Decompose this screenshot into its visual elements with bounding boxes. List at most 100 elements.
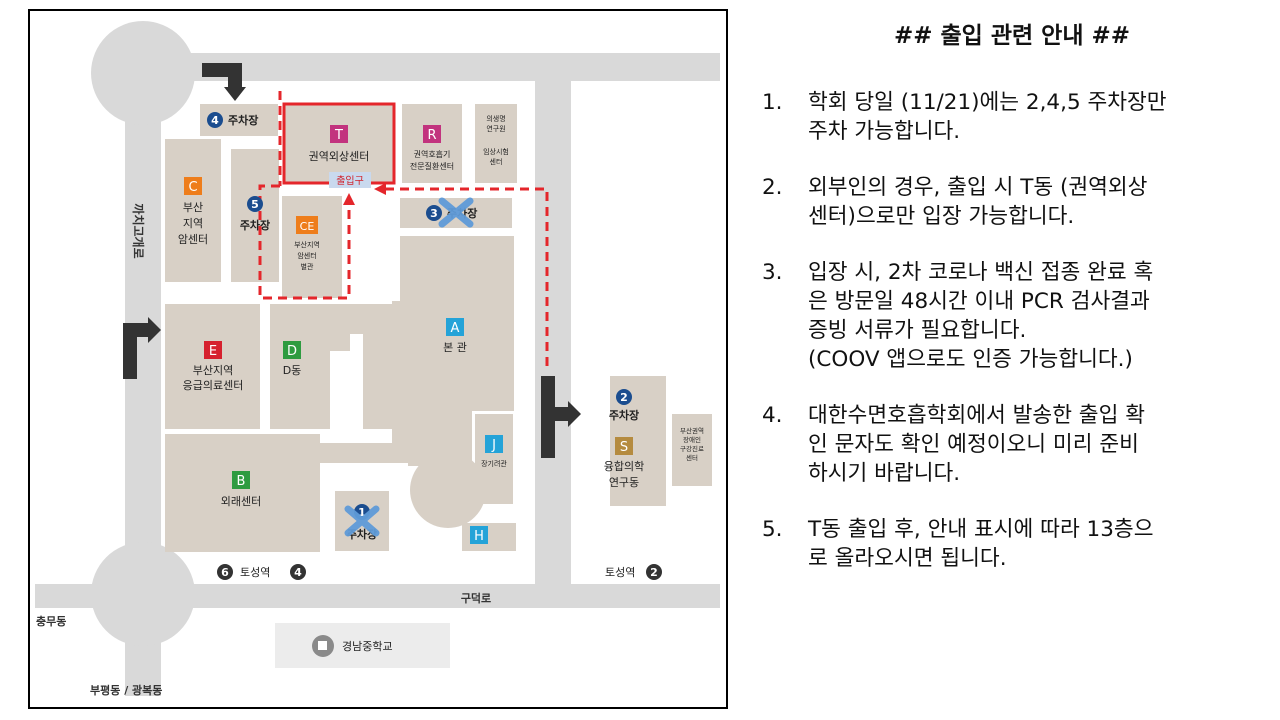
road-label-bottom: 구덕로 xyxy=(461,591,491,605)
road-right xyxy=(535,81,571,591)
building-H: H xyxy=(470,526,488,544)
rehab-line2: 장애인 xyxy=(683,435,701,444)
building-E-line1: 부산지역 xyxy=(193,364,233,377)
parking-5: 5 주차장 xyxy=(240,196,270,232)
research-line1: 의생명 xyxy=(486,114,505,123)
closed-mark-stroke-b xyxy=(438,197,474,228)
building-A-letter: A xyxy=(451,321,460,336)
entry-arrow-top-stem xyxy=(228,63,242,89)
guide-item-5: 5. T동 출입 후, 안내 표시에 따라 13층으 로 올라오시면 됩니다. xyxy=(762,515,1267,573)
station-left: 6 토성역 4 xyxy=(217,564,306,580)
building-CE-letter: CE xyxy=(300,220,315,233)
school: 경남중학교 xyxy=(312,635,393,657)
building-B: B 외래센터 xyxy=(221,471,261,508)
bldg-rehab-shape xyxy=(672,414,712,486)
entry-arrow-top-head xyxy=(224,87,246,101)
guide-title: ## 출입 관련 안내 ## xyxy=(893,23,1131,49)
guide-item-text: T동 출입 후, 안내 표시에 따라 13층으 로 올라오시면 됩니다. xyxy=(808,517,1154,571)
route-line-right xyxy=(380,187,549,366)
building-S-letter-box xyxy=(615,437,633,455)
parking-5-shape xyxy=(231,149,279,282)
closed-mark-stroke-b xyxy=(344,505,380,537)
parking-4-label: 주차장 xyxy=(228,113,258,127)
building-rehab: 부산권역 장애인 구강진료 센터 xyxy=(680,426,704,462)
building-B-letter-box xyxy=(232,471,250,489)
road-label-left: 까치고개로 xyxy=(131,203,146,258)
building-T-name: 권역외상센터 xyxy=(309,150,370,163)
entry-arrow-left-head xyxy=(148,317,161,343)
buildings xyxy=(165,102,712,668)
parking-5-number: 5 xyxy=(251,198,259,211)
bldg-C-shape xyxy=(165,139,221,282)
building-R-letter: R xyxy=(427,128,436,143)
rehab-line1: 부산권역 xyxy=(680,426,704,435)
guide-item-4: 4. 대한수면호흡학회에서 발송한 출입 확 인 문자도 확인 예정이오니 미리… xyxy=(762,401,1267,488)
bldg-D-shape xyxy=(270,304,392,429)
entry-arrow-left xyxy=(123,317,161,379)
route-path xyxy=(258,91,549,366)
building-CE: CE 부산지역 암센터 별관 xyxy=(294,216,320,271)
building-research: 의생명 연구원 임상시험 센터 xyxy=(483,114,509,166)
building-J: J 장기려관 xyxy=(481,435,507,468)
station-left-name: 토성역 xyxy=(240,566,270,579)
area-label-bupyeong: 부평동 / 광복동 xyxy=(90,683,162,697)
building-E-line2: 응급의료센터 xyxy=(183,379,244,392)
building-C-letter: C xyxy=(188,180,197,195)
guide-item-1: 1. 학회 당일 (11/21)에는 2,4,5 주차장만 주차 가능합니다. xyxy=(762,88,1267,146)
building-C-letter-box xyxy=(184,177,202,195)
parking-5-badge xyxy=(247,196,263,212)
guide-item-text: 외부인의 경우, 출입 시 T동 (권역외상 센터)으로만 입장 가능합니다. xyxy=(808,175,1148,229)
building-D-name: D동 xyxy=(283,364,302,377)
parking-2-label: 주차장 xyxy=(609,408,639,422)
entry-arrow-right-head xyxy=(568,401,581,427)
building-T-letter-box xyxy=(330,125,348,143)
parking-5-label: 주차장 xyxy=(240,218,270,232)
building-E-letter-box xyxy=(204,341,222,359)
bldg-CE-shape xyxy=(282,196,342,298)
building-A-name: 본 관 xyxy=(443,341,467,354)
bldg-T-shape xyxy=(284,104,394,183)
parking-3-number: 3 xyxy=(430,207,438,220)
bldg-research-shape xyxy=(475,104,517,183)
building-C: C 부산 지역 암센터 xyxy=(178,177,208,246)
station-left-line-badge xyxy=(217,564,233,580)
parking-1-closed-mark xyxy=(344,505,380,537)
bldg-R-shape xyxy=(402,104,462,183)
guide-item-text: 학회 당일 (11/21)에는 2,4,5 주차장만 주차 가능합니다. xyxy=(808,90,1167,144)
building-R: R 권역호흡기 전문질환센터 xyxy=(410,125,454,171)
rehab-line4: 센터 xyxy=(686,453,698,462)
station-right-exit-badge xyxy=(646,564,662,580)
entrance-label: 출입구 xyxy=(336,174,364,187)
entry-arrows xyxy=(123,63,581,458)
building-C-line1: 부산 xyxy=(183,201,203,214)
building-CE-line2: 암센터 xyxy=(297,251,316,260)
bldg-A-rotunda xyxy=(410,452,486,528)
building-A-letter-box xyxy=(446,318,464,336)
parking-4: 4 주차장 xyxy=(207,112,258,128)
parking-4-badge xyxy=(207,112,223,128)
building-R-line2: 전문질환센터 xyxy=(410,161,454,171)
building-J-name: 장기려관 xyxy=(481,459,507,468)
research-line2: 연구원 xyxy=(486,124,505,133)
building-H-letter: H xyxy=(474,529,484,544)
bldg-A-shape xyxy=(320,236,514,466)
building-T: T 권역외상센터 출입구 xyxy=(309,125,371,188)
roundabout-bottom xyxy=(91,542,195,646)
guide-list: 1. 학회 당일 (11/21)에는 2,4,5 주차장만 주차 가능합니다. … xyxy=(762,88,1267,573)
building-CE-line3: 별관 xyxy=(301,262,314,271)
rehab-line3: 구강진료 xyxy=(680,444,704,453)
station-left-exit: 4 xyxy=(294,566,302,579)
building-C-line3: 암센터 xyxy=(178,233,208,246)
entry-arrow-right-bar xyxy=(541,407,571,421)
building-B-letter: B xyxy=(237,474,246,489)
parking-2-badge xyxy=(616,389,632,405)
bldg-J-shape xyxy=(475,414,513,504)
building-E-letter: E xyxy=(209,344,217,359)
bldg-B-shape xyxy=(165,434,320,552)
building-R-letter-box xyxy=(423,125,441,143)
building-CE-line1: 부산지역 xyxy=(294,240,320,249)
station-left-exit-badge xyxy=(290,564,306,580)
parking-2: 2 주차장 xyxy=(609,389,639,422)
guide-item-number: 1. xyxy=(762,90,783,115)
clinical-line2: 센터 xyxy=(490,157,503,166)
